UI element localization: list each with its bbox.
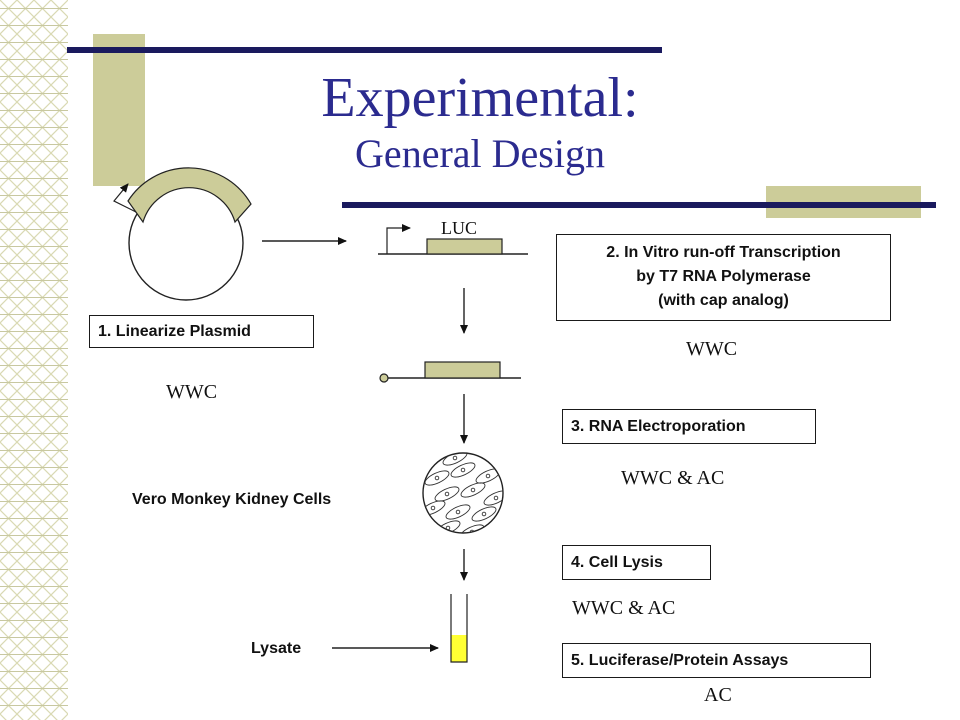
annotation-step-5: AC bbox=[704, 684, 732, 706]
decorative-olive-block-top-left bbox=[93, 34, 145, 186]
annotation-step-1: WWC bbox=[166, 381, 218, 403]
step-5-label: 5. Luciferase/Protein Assays bbox=[571, 651, 789, 669]
decorative-rule-top bbox=[67, 47, 662, 53]
step-2-line-1: 2. In Vitro run-off Transcription bbox=[606, 244, 841, 261]
linear-dna-icon bbox=[378, 224, 528, 255]
cell-dish-icon bbox=[422, 452, 504, 534]
decorative-lattice-border bbox=[0, 0, 68, 720]
gene-label-luc: LUC bbox=[441, 218, 477, 238]
step-1-box: 1. Linearize Plasmid bbox=[89, 315, 314, 348]
step-3-box: 3. RNA Electroporation bbox=[562, 409, 816, 444]
capped-rna-icon bbox=[379, 361, 521, 383]
step-4-box: 4. Cell Lysis bbox=[562, 545, 711, 580]
plasmid-icon bbox=[113, 167, 252, 301]
page-title: Experimental: bbox=[321, 67, 639, 129]
page-subtitle: General Design bbox=[355, 131, 605, 176]
step-1-label: 1. Linearize Plasmid bbox=[98, 322, 251, 340]
step-4-label: 4. Cell Lysis bbox=[571, 553, 663, 571]
step-2-box: 2. In Vitro run-off Transcription by T7 … bbox=[556, 234, 891, 321]
step-2-line-2: by T7 RNA Polymerase bbox=[636, 268, 811, 285]
annotation-step-2: WWC bbox=[686, 338, 738, 360]
cells-label: Vero Monkey Kidney Cells bbox=[132, 491, 332, 508]
lysate-label: Lysate bbox=[251, 640, 302, 657]
annotation-step-3: WWC & AC bbox=[621, 467, 725, 489]
annotation-step-4: WWC & AC bbox=[572, 597, 676, 619]
lysate-tube-icon bbox=[450, 594, 468, 663]
step-3-label: 3. RNA Electroporation bbox=[571, 417, 746, 435]
step-2-line-3: (with cap analog) bbox=[658, 292, 789, 309]
decorative-rule-bottom bbox=[342, 202, 936, 208]
step-5-box: 5. Luciferase/Protein Assays bbox=[562, 643, 871, 678]
